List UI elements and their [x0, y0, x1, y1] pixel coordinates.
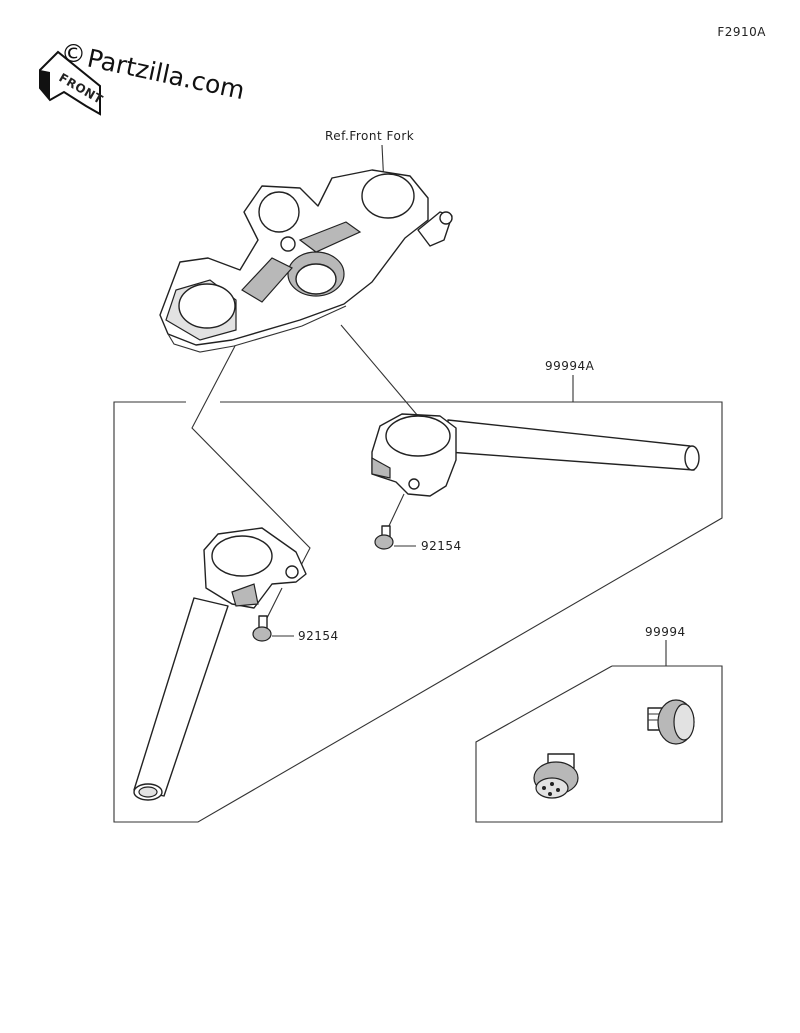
- bar-end-cap-left-icon: [533, 753, 579, 799]
- part-99994A-label: 99994A: [545, 359, 595, 373]
- kit-99994-frame: [475, 665, 723, 823]
- triple-clamp: [159, 169, 453, 353]
- left-clip-on-handlebar: [133, 527, 307, 801]
- copyright-symbol: ©: [61, 39, 86, 68]
- ref-front-fork-label: Ref.Front Fork: [325, 129, 414, 143]
- screw-left-icon: [252, 615, 272, 642]
- right-clip-on-handlebar: [371, 413, 700, 497]
- watermark-brand: Partzilla.com: [85, 44, 248, 106]
- screw-left-label: 92154: [298, 629, 339, 643]
- screw-right-leader: [387, 493, 405, 529]
- screw-right-label: 92154: [421, 539, 462, 553]
- screw-left-leader: [265, 587, 283, 621]
- figure-code: F2910A: [717, 25, 766, 39]
- kit-99994A-frame: [113, 401, 723, 823]
- leader-left-clamp: [191, 345, 311, 576]
- part-99994-label: 99994: [645, 625, 686, 639]
- screw-right-icon: [374, 525, 394, 550]
- bar-end-cap-right-icon: [647, 699, 695, 745]
